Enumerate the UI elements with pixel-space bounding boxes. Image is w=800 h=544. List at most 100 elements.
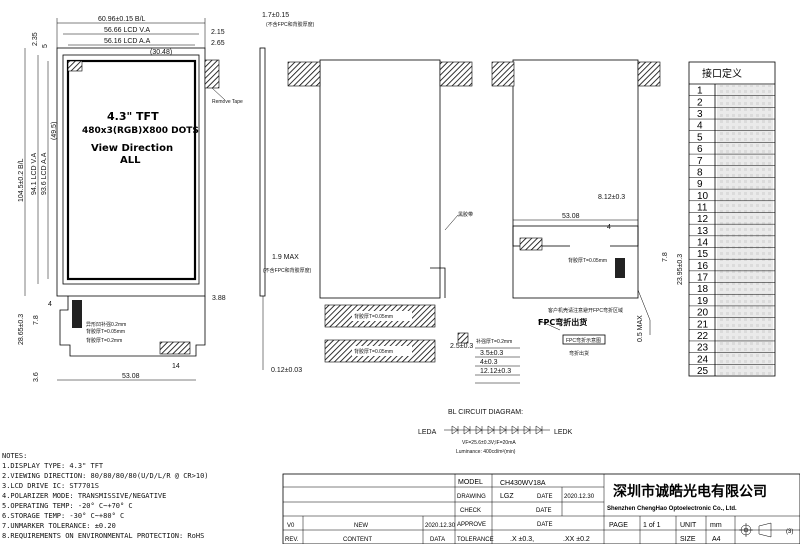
pin-number: 15 [697,249,709,260]
note-line-5: 5.OPERATING TEMP: -20° C~+70° C [2,502,133,510]
back-panel-2 [512,59,639,299]
pin-number: 21 [697,319,709,330]
back-fpc-diag: FPC弯折示意图 [566,337,601,344]
display-title-line-1: 4.3" TFT [107,110,159,123]
fpc-component [72,300,82,328]
note-line-7: 7.UNMARKER TOLERANCE: ±0.20 [2,522,116,530]
dim-aa-width: 56.16 LCD A.A [104,38,151,45]
side-bottom-dim: 0.12±0.03 [271,367,302,374]
bl-vf: VF=25.6±0.3V;IF=20mA [462,440,516,446]
dim-bl-width: 60.96±0.15 B/L [98,16,146,23]
title-block: MODEL CH430WV18A DRAWING LGZ DATE 2020.1… [282,473,800,544]
back-2-label-tape: 背胶厚T=0.05mm [568,257,607,264]
pin-number: 8 [697,167,703,178]
corner-hatch [67,60,83,72]
tb-tol-xx: .XX ±0.2 [563,536,590,543]
note-line-3: 3.LCD DRIVE IC: ST7701S [2,482,99,490]
led-diode [463,425,471,435]
note-line-2: 2.VIEWING DIRECTION: 80/80/80/80(U/D/L/R… [2,472,209,480]
fpc-front-outline [59,296,206,357]
note-line-8: 8.REQUIREMENTS ON ENVIRONMENTAL PROTECTI… [2,532,204,540]
fpc-connector-hatch [159,341,191,355]
back-2-hatch-right [637,61,661,87]
bl-ledk: LEDK [554,429,573,436]
back-label-e: 客户机壳请注意避开FPC弯折区域 [548,307,623,314]
dim-center-offset: (30.48) [150,49,172,56]
tb-page-value: 1 of 1 [643,522,661,529]
back-side-dim-3: 4 [607,224,611,231]
back-fpc-fold: FPC弯折出货 [538,317,587,327]
tb-drawing-label: DRAWING [457,494,486,500]
remove-tape-hatch [204,59,220,89]
tb-unit-value: mm [710,522,722,529]
view-direction-line-2: ALL [120,155,141,166]
tb-company-en: Shenzhen ChengHao Optoelectronic Co., Lt… [607,506,737,512]
back-label-b: 背胶厚T=0.05mm [354,313,393,320]
pin-table-title: 接口定义 [702,67,742,80]
viewing-area-outline [62,54,200,285]
note-line-1: 1.DISPLAY TYPE: 4.3" TFT [2,462,104,470]
tb-rev-date: 2020.12.30 [425,523,456,529]
back-view-1: 黑胶带 背胶厚T=0.05mm 背胶厚T=0.05mm 补强厚T=0.2mm 2… [287,59,520,384]
tb-company-cn: 深圳市诚皓光电有限公司 [613,483,767,500]
pin-number: 16 [697,261,709,272]
back-panel-1 [319,59,441,299]
pin-number: 14 [697,238,709,249]
fpc-note-1: 异形凹补强0.2mm [86,321,126,328]
dim-fpc-7-8: 7.8 [33,315,40,325]
notes-header: NOTES: [2,452,27,460]
back-side-dim-2: 53.08 [562,213,580,220]
tb-tol-x: .X ±0.3, [510,536,534,543]
led-diode [499,425,507,435]
bl-circuit: BL CIRCUIT DIAGRAM: LEDA LEDK VF=25.6±0.… [418,409,573,455]
dim-right-3-88: 3.88 [212,295,226,302]
side-top-dim: 1.7±0.15 [262,12,289,19]
dim-fpc-len: 28.65±0.3 [18,314,25,345]
back-side-dim-6: 0.5 MAX [637,315,644,342]
back-dim-4: 12.12±0.3 [480,368,511,375]
tb-rev-content: NEW [354,523,368,529]
back-2-hatch-left [491,61,515,87]
dim-bl-height: 104.5±0.2 B/L [18,158,25,202]
tb-size-value: A4 [712,536,721,543]
remove-tape-label: Remove Tape [212,99,243,105]
led-diode [487,425,495,435]
fpc-note-2: 背胶厚T=0.05mm [86,328,125,335]
tb-size-label: SIZE [680,536,696,543]
dim-half-height: (49.5) [51,122,58,140]
pin-number: 7 [697,156,703,167]
led-diode [523,425,531,435]
dim-fpc-14: 14 [172,363,180,370]
pin-number: 17 [697,273,709,284]
pin-table: 接口定义 12345678910111213141516171819202122… [688,61,776,377]
pin-rows: 1234567891011121314151617181920212223242… [689,86,775,377]
side-max-note: (不含FPC和背胶厚度) [263,267,312,274]
dim-va-width: 56.66 LCD V.A [104,27,150,34]
back-label-c: 补强厚T=0.2mm [476,338,512,345]
notes: NOTES: 1.DISPLAY TYPE: 4.3" TFT 2.VIEWIN… [2,452,209,540]
pin-number: 3 [697,109,703,120]
pin-number: 18 [697,284,709,295]
tb-drawing-date: 2020.12.30 [564,494,595,500]
pin-number: 4 [697,121,703,132]
side-top-note: (不含FPC和背胶厚度) [266,21,315,28]
tb-angle-label: (3) [786,529,793,535]
note-line-6: 6.STORAGE TEMP: -30° C~+80° C [2,512,124,520]
pin-number: 20 [697,308,709,319]
back-side-dim-1: 8.12±0.3 [598,194,625,201]
tb-drawing-date-label: DATE [537,494,553,500]
tb-unit-label: UNIT [680,522,697,529]
dim-aa-height: 93.6 LCD A.A [41,152,48,195]
tb-model: CH430WV18A [500,480,546,487]
tb-approve-date-label: DATE [537,522,553,528]
bl-leda: LEDA [418,429,437,436]
projection-symbol [739,522,772,538]
tb-rev-v0: V0 [287,523,295,529]
view-direction-line-1: View Direction [91,143,173,154]
back-label-a: 黑胶带 [458,211,473,218]
back-side-dim-5: 23.95±0.3 [677,254,684,285]
pin-number: 2 [697,97,703,108]
bl-luminance: Luminance: 400cd/m²(min) [456,449,516,455]
bl-diodes [451,425,543,435]
led-diode [511,425,519,435]
